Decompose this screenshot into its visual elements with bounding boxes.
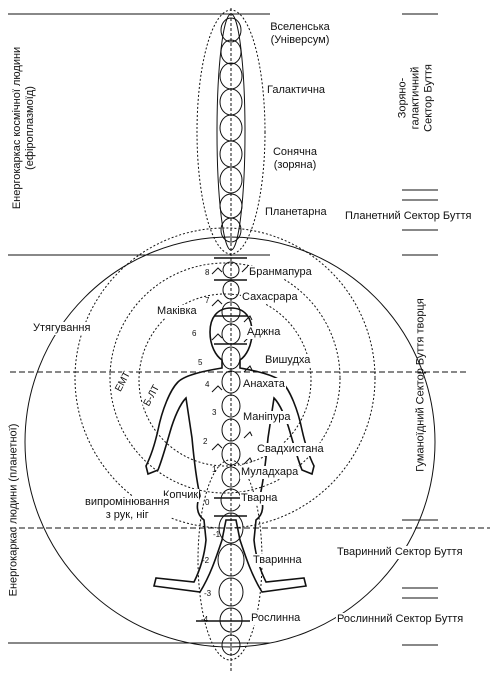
label-sector-animal: Тваринний Сектор Буття	[336, 546, 464, 559]
label-ajna: Аджна	[246, 326, 282, 339]
chakra-number-minus4: -4	[201, 615, 209, 624]
label-vyprominiuvannia: випромінювання з рук, ніг	[84, 496, 171, 522]
label-sector-planetary: Планетний Сектор Буття	[344, 210, 473, 223]
planet-circle	[24, 236, 436, 648]
chakra-number-minus1: -1	[213, 530, 221, 539]
label-tvarna: Тварна	[240, 492, 279, 505]
chakra-number-8: 8	[205, 268, 210, 277]
label-solar: Сонячна (зоряна)	[271, 146, 319, 172]
label-sector-plant: Рослинний Сектор Буття	[336, 613, 465, 626]
label-utyahuvannia: Утягування	[32, 322, 92, 335]
aura-circles	[74, 227, 376, 529]
label-vishudha: Вишудха	[264, 354, 312, 367]
label-cosmic-frame: Енергокаркас космічної людини (ефіроплаз…	[11, 46, 36, 210]
label-manipura: Маніпура	[242, 411, 292, 424]
label-koptchyk: Копчик	[162, 489, 200, 502]
flow-arrows	[211, 265, 253, 465]
chakra-number-7: 7	[205, 296, 210, 305]
chakra-number-6: 6	[192, 329, 197, 338]
label-brahmapura: Бранмапура	[248, 266, 313, 279]
label-roslynna: Рослинна	[250, 612, 302, 625]
label-svadhistana: Свадхистана	[256, 443, 325, 456]
chakra-number-minus3: -3	[204, 589, 212, 598]
chakra-chain	[217, 261, 245, 656]
label-makivka: Маківка	[156, 305, 198, 318]
label-muladhara: Муладхара	[240, 466, 300, 479]
cosmic-egg	[196, 9, 266, 255]
chakra-number-5: 5	[198, 358, 203, 367]
chakra-number-2: 2	[203, 437, 208, 446]
label-tvarynna: Тваринна	[252, 554, 303, 567]
chakra-number-3: 3	[212, 408, 217, 417]
label-planetary: Планетарна	[264, 206, 328, 219]
label-sahasrara: Сахасрара	[241, 291, 299, 304]
label-human-frame: Енергокаркас людини (планетної)	[7, 423, 20, 597]
human-silhouette	[145, 307, 315, 593]
label-sector-humanoid: Гуманоїдний Сектор Буття творця	[414, 298, 427, 472]
label-sector-stellar: Зоряно-галактичний Сектор Буття	[396, 64, 435, 132]
chakra-pointers	[196, 257, 266, 622]
label-universal: Вселенська (Універсум)	[269, 21, 331, 47]
chakra-number-0: 0	[205, 498, 210, 507]
chakra-number-minus2: -2	[202, 556, 210, 565]
label-galactic: Галактична	[266, 84, 327, 97]
chakra-number-4: 4	[205, 380, 210, 389]
chakra-number-1: 1	[212, 465, 217, 474]
label-anahata: Анахата	[242, 378, 286, 391]
